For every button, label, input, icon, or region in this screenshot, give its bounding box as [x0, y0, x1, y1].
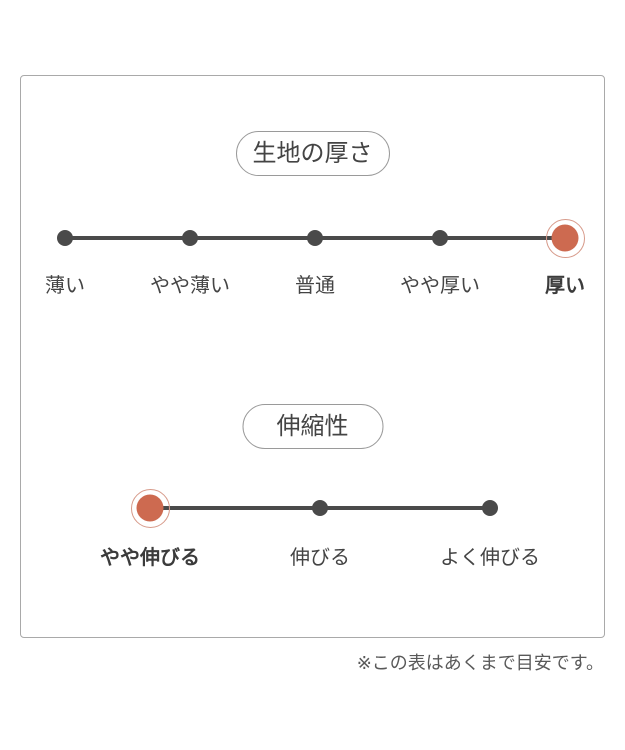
disclaimer-note: ※この表はあくまで目安です。	[356, 653, 604, 673]
spec-chart-border-box	[20, 75, 605, 638]
